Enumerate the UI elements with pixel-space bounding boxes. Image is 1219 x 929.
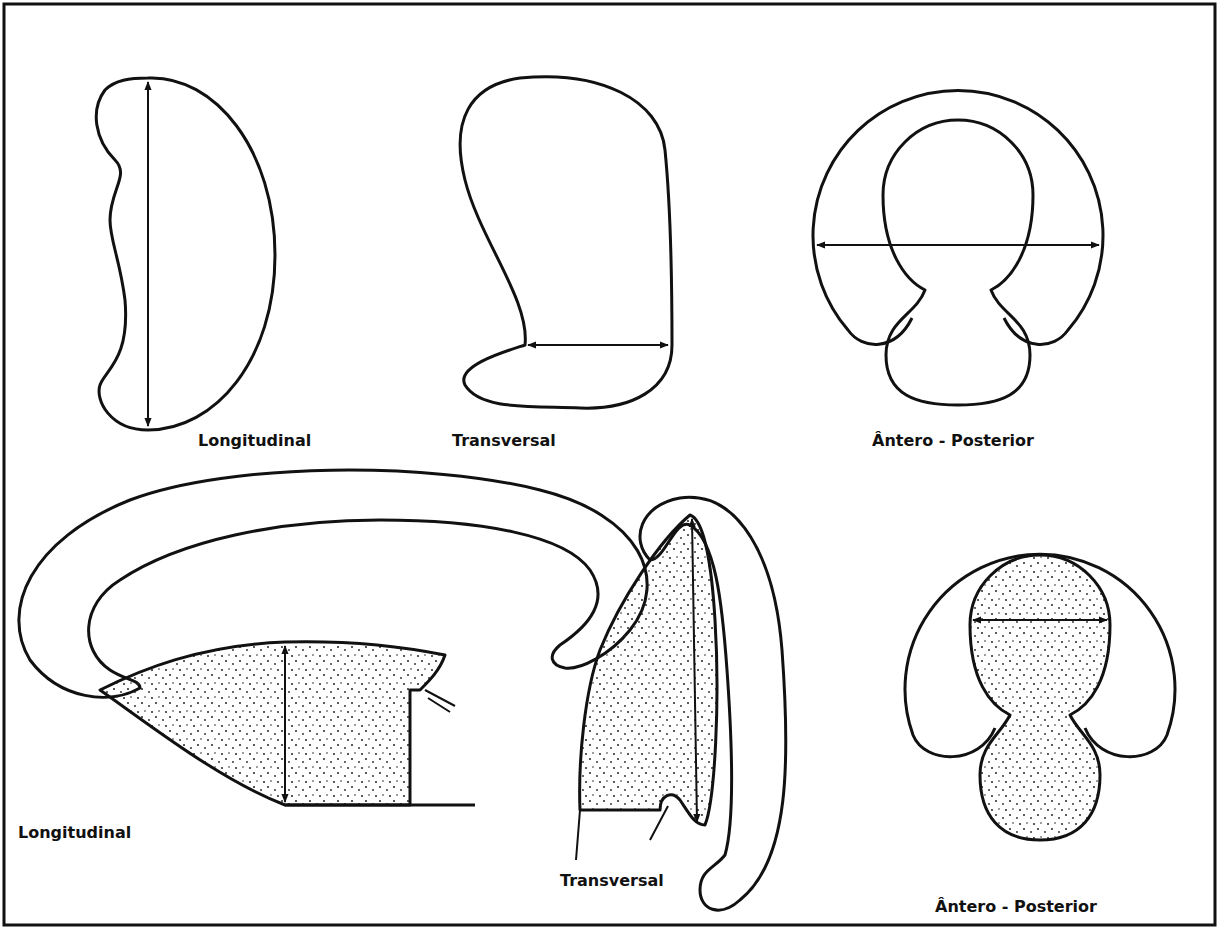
stalk-line bbox=[576, 806, 668, 860]
keyhole-outline bbox=[883, 120, 1033, 405]
view-label: Longitudinal bbox=[18, 824, 131, 842]
measure-arrow bbox=[528, 344, 668, 346]
base-line bbox=[285, 804, 475, 807]
view-label: Ântero - Posterior bbox=[872, 432, 1034, 450]
body-section bbox=[580, 515, 717, 825]
view-label: Longitudinal bbox=[198, 432, 311, 450]
view-label: Transversal bbox=[560, 872, 664, 890]
view-label: Ântero - Posterior bbox=[935, 898, 1097, 916]
frame bbox=[4, 4, 1215, 925]
measure-arrow bbox=[284, 646, 286, 802]
kidney-outline bbox=[460, 77, 672, 408]
keyhole-section bbox=[970, 555, 1110, 840]
measure-arrow bbox=[973, 619, 1107, 621]
measure-arrow bbox=[817, 244, 1099, 246]
stalk-line bbox=[425, 690, 455, 712]
measure-arrow bbox=[147, 82, 149, 426]
view-label: Transversal bbox=[452, 432, 556, 450]
ring-outline bbox=[813, 91, 1103, 345]
body-section bbox=[100, 642, 445, 805]
kidney-outline bbox=[96, 78, 275, 430]
measure-arrow bbox=[692, 519, 697, 822]
